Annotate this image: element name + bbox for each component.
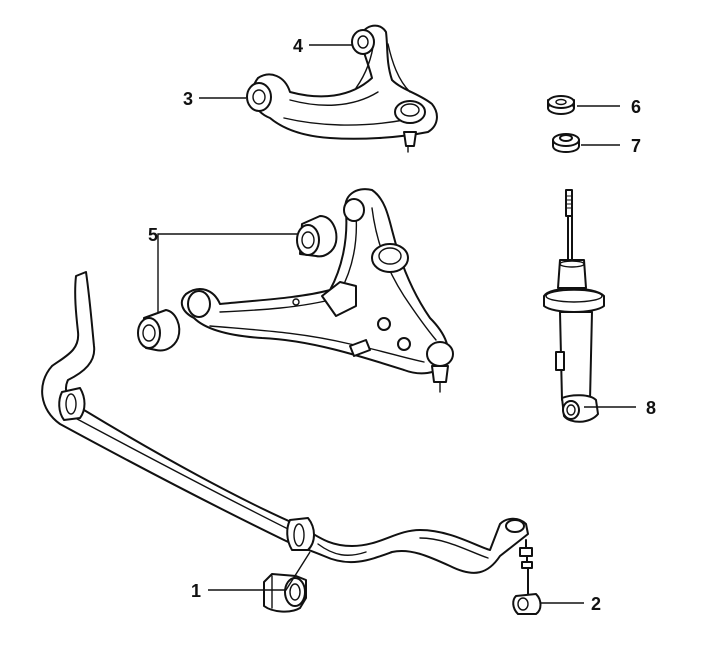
callout-6: 6 (631, 97, 641, 117)
bushing-upper-5 (296, 215, 338, 258)
leader-lines (157, 44, 636, 604)
bushing-lower-5 (137, 309, 181, 352)
upper-control-arm (246, 24, 438, 153)
callout-8: 8 (646, 398, 656, 418)
lower-control-arm (180, 188, 454, 393)
leader-line-5 (157, 233, 297, 312)
callout-2: 2 (591, 594, 601, 614)
callout-7: 7 (631, 136, 641, 156)
callout-3: 3 (183, 89, 193, 109)
shock-absorber-8 (543, 189, 605, 423)
cushion-7 (552, 133, 580, 153)
nut-6 (547, 95, 575, 115)
callout-4: 4 (293, 36, 303, 56)
stabilizer-bar (41, 271, 529, 574)
leader-line-1 (208, 551, 311, 591)
stabilizer-bushing-1 (263, 573, 307, 613)
callouts: 4 3 6 7 5 8 1 2 (148, 36, 656, 614)
stabilizer-link-2 (512, 539, 542, 615)
callout-5: 5 (148, 225, 158, 245)
callout-1: 1 (191, 581, 201, 601)
